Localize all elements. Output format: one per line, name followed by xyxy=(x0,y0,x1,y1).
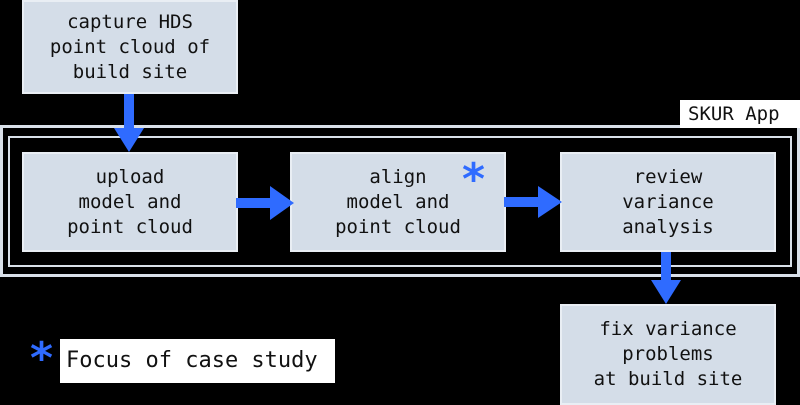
legend-text: Focus of case study xyxy=(60,339,335,383)
app-frame-inner xyxy=(8,136,792,267)
step-review-box: review variance analysis xyxy=(560,152,776,252)
step-upload-box: upload model and point cloud xyxy=(22,152,238,252)
arrow-capture-to-upload xyxy=(114,94,144,152)
app-frame xyxy=(0,125,800,277)
step-align-box: align model and point cloud xyxy=(290,152,506,252)
arrow-align-to-review xyxy=(504,186,562,218)
step-capture-box: capture HDS point cloud of build site xyxy=(22,0,238,94)
focus-star-icon: * xyxy=(462,154,486,205)
arrow-review-to-fix xyxy=(651,252,681,304)
arrow-upload-to-align xyxy=(236,186,294,220)
legend-star-icon: * xyxy=(30,333,54,384)
legend: * Focus of case study xyxy=(30,337,335,385)
app-frame-label: SKUR App xyxy=(680,100,800,128)
step-fix-box: fix variance problems at build site xyxy=(560,304,776,405)
